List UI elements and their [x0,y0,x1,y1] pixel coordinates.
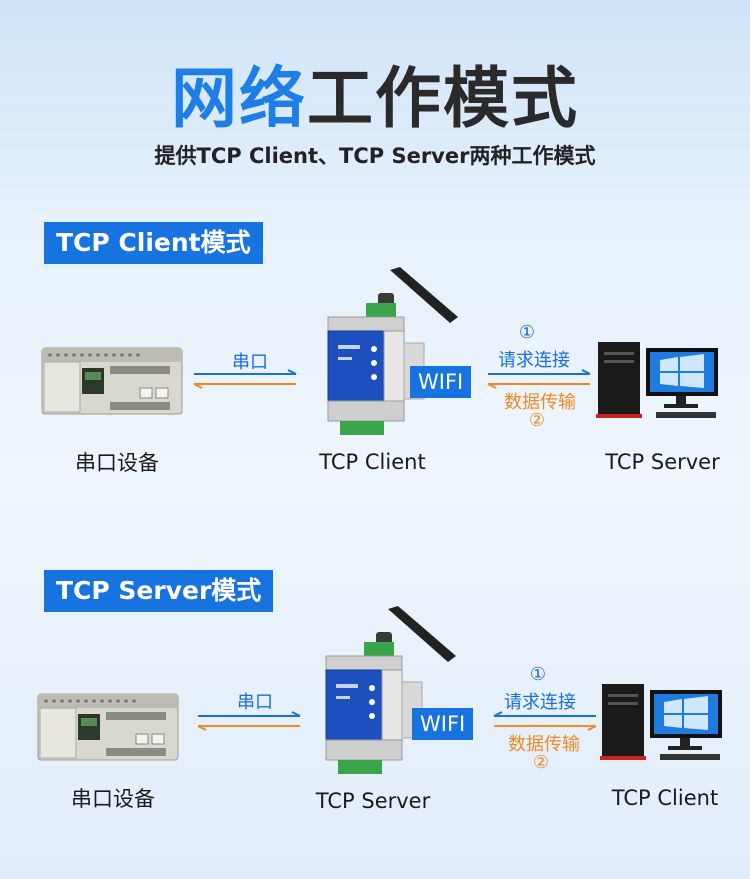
wifi-badge-2: WIFI [412,708,474,740]
page-subtitle: 提供TCP Client、TCP Server两种工作模式 [154,144,596,168]
plc-device-image [41,347,183,415]
serial-device-label: 串口设备 [75,451,159,475]
title-highlight: 网络 [171,60,307,137]
module-label: TCP Client [319,450,426,474]
wifi-module-image [327,267,458,435]
computer-image [596,342,718,418]
step1-number-2: ① [529,664,547,685]
serial-label: 串口 [232,352,268,373]
step2-number: ② [528,410,546,431]
network-arrows-2 [493,711,597,731]
wifi-badge: WIFI [410,366,472,398]
serial-label-2: 串口 [237,692,273,713]
request-connection-label-2: 请求连接 [504,692,576,713]
data-transfer-label-2: 数据传输 [508,734,580,755]
step2-number-2: ② [532,752,550,773]
computer-image-2 [600,684,722,760]
serial-arrows-2 [197,711,301,731]
network-arrows [487,369,591,389]
request-connection-label: 请求连接 [498,350,570,371]
pc-label-2: TCP Client [611,786,719,810]
step1-number: ① [518,322,536,343]
plc-device-image-2 [37,693,179,761]
data-transfer-label: 数据传输 [504,392,576,413]
wifi-module-image-2 [325,606,456,774]
serial-device-label-2: 串口设备 [71,787,155,811]
pc-label: TCP Server [605,450,720,474]
serial-arrows [193,369,297,389]
module-label-2: TCP Server [315,789,431,813]
title-rest: 工作模式 [307,60,579,137]
section1-badge: TCP Client模式 [44,222,263,264]
section2-badge: TCP Server模式 [44,570,274,612]
page-title: 网络工作模式 [0,45,750,141]
